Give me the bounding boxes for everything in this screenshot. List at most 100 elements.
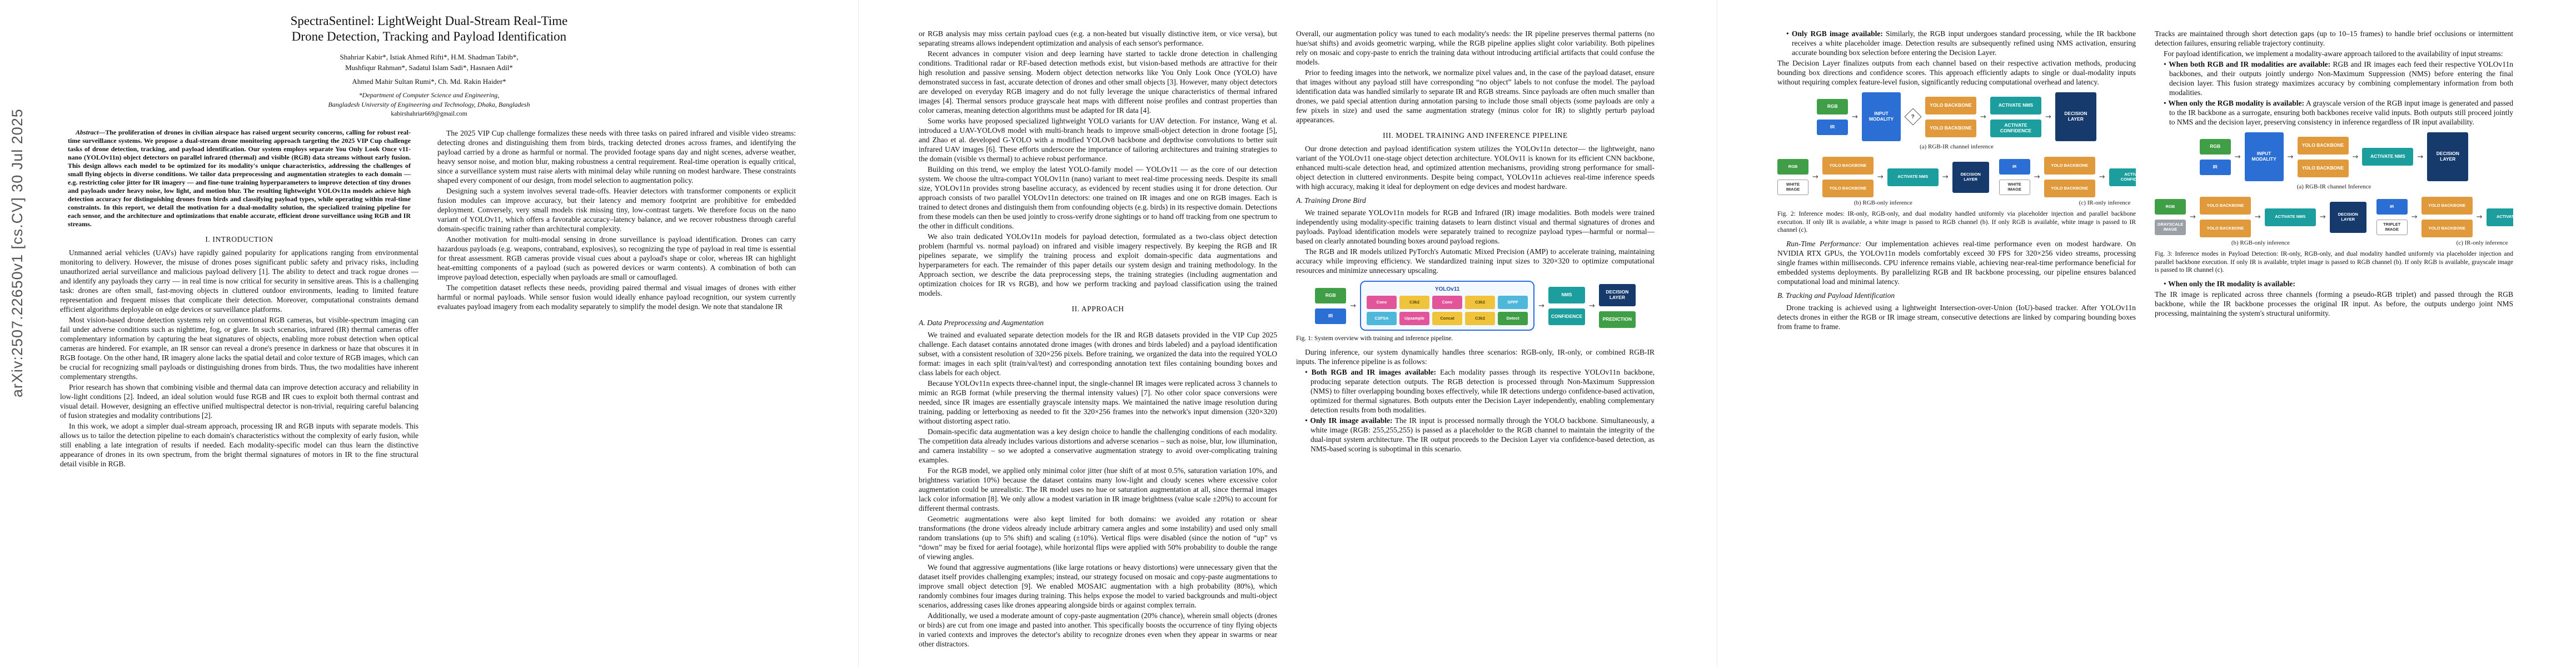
fig2c-subfigure: IR WHITE IMAGE → YOLO BACKBONE YOLO BACK… [1999,157,2136,206]
fig1-inputs: RGB IR [1315,287,1347,324]
fig1-layer-chip: C3k2 [1399,296,1430,309]
fig2a-caption: (a) RGB-IR channel inference [1920,143,1994,150]
bullet-item: • When both RGB and IR modalities are av… [2155,59,2513,97]
fig2b-rgb-chip: RGB [1777,159,1808,175]
bullet-item: • Both RGB and IR images available: Each… [1296,367,1655,415]
authors-line-3: Ahmed Mahir Sultan Rumi*, Ch. Md. Rakin … [352,77,506,86]
arrow-icon: → [2411,213,2418,221]
fig2-bc-row: RGB WHITE IMAGE → YOLO BACKBONE YOLO BAC… [1777,157,2136,206]
paragraph: Tracks are maintained through short dete… [2155,29,2513,47]
arrow-icon: → [2234,152,2241,161]
paragraph: The RGB and IR models utilized PyTorch's… [1296,247,1655,275]
abstract-text: The proliferation of drones in civilian … [68,128,411,228]
fig1-rgb-input-chip: RGB [1315,287,1347,303]
fig2b-backbone-chip: YOLO BACKBONE [1822,157,1874,175]
bullet-icon: • [1305,367,1308,376]
fig3a-backbones: YOLO BACKBONE YOLO BACKBONE [2297,136,2349,177]
arrow-icon: → [1852,112,1858,121]
fig2a-backbones: YOLO BACKBONE YOLO BACKBONE [1925,96,1977,137]
paragraph: During inference, our system dynamically… [1296,347,1655,366]
paragraph: For payload identification, we implement… [2164,49,2503,58]
fig3c-backbone-chip: YOLO BACKBONE [2421,220,2473,237]
paragraph: Domain-specific data augmentation was a … [919,427,1277,464]
fig3a-ir-backbone-chip: YOLO BACKBONE [2297,159,2349,177]
fig2a-decision-layer-chip: DECISION LAYER [2055,92,2096,141]
fig1-nms-chip: NMS [1548,286,1585,303]
page-1-columns: Abstract—The proliferation of drones in … [60,128,798,651]
section-3b-heading: B. Tracking and Payload Identification [1777,291,1895,300]
bullet-icon: • [2164,60,2166,68]
arrow-icon: → [2034,173,2040,181]
fig1-layer-chip: C3k2 [1465,296,1496,309]
page-2-inner: or RGB analysis may miss certain payload… [859,0,1717,667]
paragraph: Designing such a system involves several… [437,187,796,233]
fig2c-backbone-chip: YOLO BACKBONE [2044,157,2095,175]
fig2a-input-modality-chip: INPUT MODALITY [1862,92,1901,141]
fig2c-white-image-chip: WHITE IMAGE [1999,180,2030,195]
fig2b-white-image-chip: WHITE IMAGE [1777,180,1808,195]
fig3a-ir-chip: IR [2199,159,2231,175]
paragraph: In this work, we adopt a simpler dual-st… [60,422,418,468]
contact-email[interactable]: kabirshahriar669@gmail.com [391,111,467,117]
bullet-icon: • [1786,29,1789,38]
bullet-title: Only RGB image available: [1791,29,1883,38]
paragraph: Another motivation for multi-modal sensi… [437,235,796,281]
arrow-icon: → [1588,301,1595,310]
fig3c-caption: (c) IR-only inference [2456,240,2508,246]
page-3: • Only RGB image available: Similarly, t… [1717,0,2576,667]
page-3-inner: • Only RGB image available: Similarly, t… [1717,0,2576,667]
fig3c-subfigure: IR TRIPLET IMAGE → YOLO BACKBONE YOLO BA… [2376,197,2513,246]
title-block: SpectraSentinel: LightWeight Dual-Stream… [60,13,798,118]
page-2-col-1: or RGB analysis may miss certain payload… [919,29,1277,651]
bullet-item: • Only IR image available: The IR input … [1296,416,1655,454]
authors-line-2: Mushfiqur Rahman*, Sadatul Islam Sadi*, … [345,63,513,72]
bullet-item: • When only the RGB modality is availabl… [2155,98,2513,127]
arrow-icon: → [1350,301,1357,310]
arrow-icon: → [2287,152,2294,161]
fig1-layer-chip: SPPF [1498,296,1528,309]
fig2a-rgb-chip: RGB [1817,98,1848,115]
abstract-label: Abstract— [76,128,106,136]
fig3c-backbone-chip: YOLO BACKBONE [2421,197,2473,215]
page-1-col-1: Abstract—The proliferation of drones in … [60,128,418,651]
paragraph: Overall, our augmentation policy was tun… [1296,29,1655,66]
fig3b-subfigure: RGB GRAYSCALE IMAGE → YOLO BACKBONE YOLO… [2155,197,2366,246]
fig1-layer-chip: C2PSA [1367,312,1397,325]
fig1-yolo-box: YOLOv11 Conv C3k2 Conv C3k2 SPPF C2PSA U… [1360,281,1535,331]
arrow-icon: → [1812,173,1818,181]
fig2c-backbone-chip: YOLO BACKBONE [2044,180,2095,197]
paragraph: Recent advances in computer vision and d… [919,49,1277,115]
paragraph: We also train dedicated YOLOv11n models … [919,232,1277,297]
fig2b-subfigure: RGB WHITE IMAGE → YOLO BACKBONE YOLO BAC… [1777,157,1989,206]
paragraph: Drone tracking is achieved using a light… [1777,303,2136,331]
fig3c-inputs: IR TRIPLET IMAGE [2376,199,2408,235]
figure-2-caption: Fig. 2: Inference modes: IR-only, RGB-on… [1777,211,2136,233]
fig1-outputs: NMS CONFIDENCE [1548,286,1585,325]
page-3-col-2: Tracks are maintained through short dete… [2155,29,2513,651]
fig1-layer-chip: Conv [1367,296,1397,309]
bullet-title: Only IR image available: [1310,416,1393,425]
fig2c-inputs: IR WHITE IMAGE [1999,159,2030,195]
bullet-item: • Only RGB image available: Similarly, t… [1777,29,2136,57]
page-1-col-2: The 2025 VIP Cup challenge formalizes th… [437,128,796,651]
fig3a-caption: (a) RGB-IR channel Inference [2296,183,2371,190]
bullet-item: • When only the IR modality is available… [2155,279,2513,288]
fig2b-diagram: RGB WHITE IMAGE → YOLO BACKBONE YOLO BAC… [1777,157,1989,197]
fig1-layer-grid: Conv C3k2 Conv C3k2 SPPF C2PSA Upsample … [1367,296,1528,325]
bullet-title: When both RGB and IR modalities are avai… [2169,60,2331,68]
affiliation-line-2: Bangladesh University of Engineering and… [328,101,530,108]
question-icon: ? [1911,113,1915,120]
arxiv-stamp: arXiv:2507.22650v1 [cs.CV] 30 Jul 2025 [9,108,26,397]
paragraph: Prior research has shown that combining … [60,383,418,420]
fig3a-diagram: RGB IR → INPUT MODALITY → YOLO BACKBONE … [2155,132,2513,181]
runtime-text: Our implementation achieves real-time pe… [1777,239,2136,286]
fig3c-activate-nms-chip: ACTIVATE NMS [2486,208,2513,226]
fig1-layer-chip: Upsample [1399,312,1430,325]
fig2c-backbones: YOLO BACKBONE YOLO BACKBONE [2044,157,2095,197]
fig3-bc-row: RGB GRAYSCALE IMAGE → YOLO BACKBONE YOLO… [2155,197,2513,246]
page-2-col-2: Overall, our augmentation policy was tun… [1296,29,1655,651]
figure-3: RGB IR → INPUT MODALITY → YOLO BACKBONE … [2155,132,2513,275]
paragraph: Unmanned aerial vehicles (UAVs) have rap… [60,248,418,313]
fig1-final: DECISION LAYER PREDICTION [1598,283,1636,328]
